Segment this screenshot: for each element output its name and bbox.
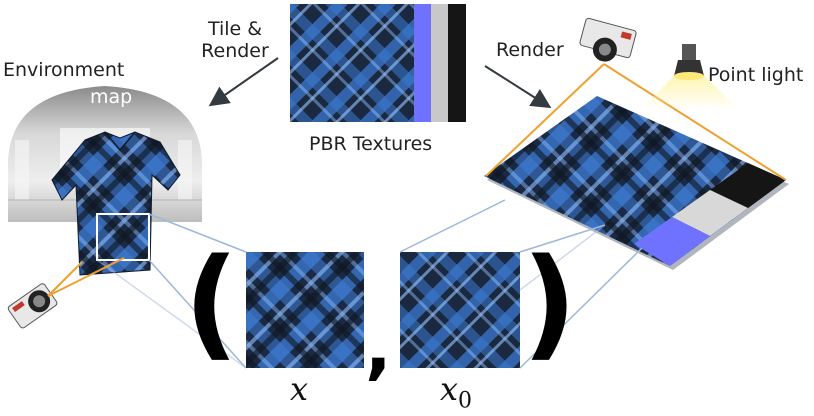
camera-rays-right bbox=[485, 63, 787, 181]
close-paren: ) bbox=[522, 234, 577, 373]
environment-label: Environment bbox=[3, 59, 125, 81]
render-label: Render bbox=[496, 39, 564, 61]
arrow-icon bbox=[208, 57, 279, 107]
zoom-lines-right bbox=[399, 199, 643, 369]
open-paren: ( bbox=[184, 234, 239, 373]
camera-icon bbox=[7, 283, 58, 329]
patch-x0 bbox=[400, 252, 520, 368]
point-light-icon bbox=[640, 44, 740, 110]
camera-icon bbox=[579, 17, 637, 62]
math-x0: x0 bbox=[440, 370, 473, 414]
flat-plane-render bbox=[484, 96, 789, 270]
pbr-textures bbox=[290, 4, 466, 122]
map-label: map bbox=[90, 86, 133, 108]
zoom-lines-left bbox=[96, 213, 247, 369]
pbr-textures-label: PBR Textures bbox=[309, 133, 433, 155]
math-x: x bbox=[290, 370, 309, 408]
comma: , bbox=[365, 306, 392, 388]
tile-render-label: Tile & Render bbox=[201, 18, 269, 62]
zoom-box bbox=[96, 213, 150, 261]
arrow-icon bbox=[484, 65, 552, 109]
patch-x bbox=[246, 252, 364, 368]
point-light-label: Point light bbox=[708, 64, 804, 86]
camera-rays-left bbox=[47, 257, 125, 297]
